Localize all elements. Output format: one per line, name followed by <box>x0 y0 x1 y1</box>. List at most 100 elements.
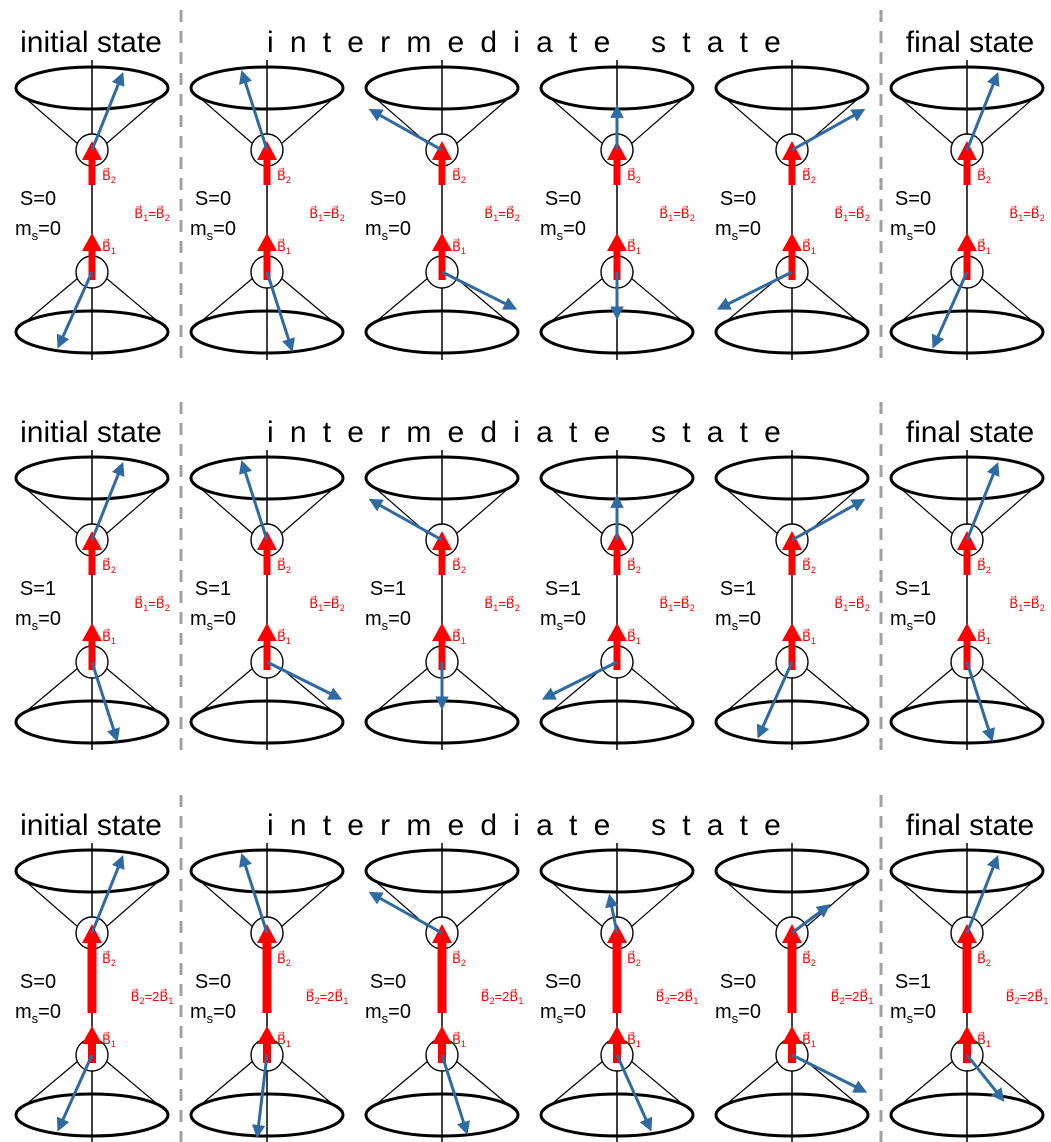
spin-ms-label: ms=0 <box>365 218 411 243</box>
panel-initial: B⃗2B⃗1B⃗1=B⃗2S=1ms=0 <box>14 450 170 750</box>
field-label-b1: B⃗1 <box>277 239 291 256</box>
field-arrowhead-b2 <box>257 531 277 550</box>
field-arrowhead-b2 <box>82 141 102 160</box>
bottom-precession-ellipse <box>714 1092 870 1138</box>
field-label-b2: B⃗2 <box>452 951 466 968</box>
spin-s-label: S=0 <box>370 971 406 993</box>
top-precession-ellipse <box>714 848 870 894</box>
field-relation-label: B⃗1=B⃗2 <box>309 206 344 223</box>
bottom-spin-vector <box>251 1054 269 1139</box>
top-precession-ellipse <box>14 848 170 894</box>
spin-s-label: S=0 <box>720 971 756 993</box>
field-arrowhead-b1 <box>257 1026 277 1044</box>
spin-s-label: S=0 <box>20 971 56 993</box>
field-arrowhead-b1 <box>957 623 977 641</box>
field-arrowhead-b1 <box>82 1026 102 1044</box>
field-label-b1: B⃗1 <box>802 1032 816 1049</box>
field-arrowhead-b1 <box>432 1026 452 1044</box>
field-arrowhead-b1 <box>257 233 277 251</box>
bottom-precession-ellipse <box>889 1092 1045 1138</box>
field-label-b1: B⃗1 <box>452 239 466 256</box>
bottom-spin-vector <box>756 661 794 739</box>
field-arrowhead-b2 <box>782 531 802 550</box>
top-precession-ellipse <box>364 848 520 894</box>
spin-s-label: S=0 <box>545 971 581 993</box>
field-label-b2: B⃗2 <box>627 951 641 968</box>
final-state-label: final state <box>906 416 1034 449</box>
field-arrowhead-b2 <box>82 531 102 550</box>
bottom-spin-vector <box>440 1054 470 1136</box>
panel-initial: B⃗2B⃗1B⃗1=B⃗2S=0ms=0 <box>14 60 170 360</box>
top-spin-vector <box>368 108 443 152</box>
field-arrowhead-b2 <box>432 531 452 550</box>
spin-ms-label: ms=0 <box>715 608 761 633</box>
bottom-precession-ellipse <box>189 1092 345 1138</box>
panel-initial: B⃗2B⃗1B⃗2=2B⃗1S=0ms=0 <box>14 843 173 1142</box>
spin-ms-label: ms=0 <box>365 608 411 633</box>
top-spin-vector <box>90 461 125 541</box>
top-spin-vector <box>368 498 443 542</box>
bottom-spin-vector <box>716 270 793 310</box>
spin-s-label: S=0 <box>720 188 756 210</box>
field-label-b2: B⃗2 <box>277 168 291 185</box>
field-label-b2: B⃗2 <box>627 168 641 185</box>
panel-intermediate: B⃗2B⃗1 B⃗1=B⃗2 S=0 ms=0 <box>189 60 345 360</box>
bottom-spin-vector <box>965 1054 1005 1102</box>
spin-s-label: S=1 <box>195 578 231 600</box>
spin-ms-label: ms=0 <box>890 1001 936 1026</box>
field-relation-label: B⃗2=2B⃗1 <box>306 989 349 1006</box>
field-arrowhead-b1 <box>607 233 627 251</box>
field-label-b1: B⃗1 <box>277 629 291 646</box>
bottom-precession-ellipse <box>14 699 170 745</box>
spin-ms-label: ms=0 <box>15 218 61 243</box>
field-arrowhead-b1 <box>957 1026 977 1044</box>
field-label-b1: B⃗1 <box>802 239 816 256</box>
field-relation-label: B⃗1=B⃗2 <box>134 206 169 223</box>
stage-headers: initial state intermediate state final sta… <box>20 26 1034 842</box>
field-label-b2: B⃗2 <box>977 558 991 575</box>
spin-ms-label: ms=0 <box>190 218 236 243</box>
field-label-b1: B⃗1 <box>102 629 116 646</box>
spin-s-label: S=0 <box>370 188 406 210</box>
field-relation-label: B⃗1=B⃗2 <box>834 206 869 223</box>
panel-final: B⃗2B⃗1B⃗1=B⃗2S=1ms=0 <box>889 450 1045 750</box>
field-arrowhead-b2 <box>782 924 802 943</box>
field-arrowhead-b1 <box>432 233 452 251</box>
spin-s-label: S=0 <box>195 188 231 210</box>
bottom-spin-vector <box>266 660 343 700</box>
field-label-b2: B⃗2 <box>452 558 466 575</box>
field-label-b2: B⃗2 <box>452 168 466 185</box>
spin-s-label: S=1 <box>720 578 756 600</box>
top-precession-ellipse <box>189 455 345 501</box>
field-label-b1: B⃗1 <box>977 239 991 256</box>
field-arrowhead-b2 <box>432 924 452 943</box>
top-spin-vector <box>90 71 125 151</box>
bottom-spin-vector <box>56 1054 94 1132</box>
top-spin-vector <box>90 854 125 934</box>
bottom-precession-ellipse <box>14 309 170 355</box>
spin-ms-label: ms=0 <box>190 1001 236 1026</box>
top-precession-ellipse <box>189 848 345 894</box>
field-label-b1: B⃗1 <box>277 1032 291 1049</box>
field-arrowhead-b1 <box>257 623 277 641</box>
field-label-b1: B⃗1 <box>102 1032 116 1049</box>
top-precession-ellipse <box>189 65 345 111</box>
top-spin-vector <box>965 854 1000 934</box>
field-arrowhead-b2 <box>607 141 627 160</box>
panel-intermediate: B⃗2B⃗1B⃗2=2B⃗1S=0ms=0 <box>364 843 523 1142</box>
bottom-precession-ellipse <box>714 699 870 745</box>
spin-s-label: S=0 <box>545 188 581 210</box>
spin-s-label: S=1 <box>20 578 56 600</box>
initial-state-label: initial state <box>20 416 162 449</box>
bottom-spin-vector <box>56 271 94 349</box>
top-precession-ellipse <box>364 455 520 501</box>
intermediate-state-label: intermediate state <box>267 26 797 59</box>
field-label-b1: B⃗1 <box>977 1032 991 1049</box>
field-label-b2: B⃗2 <box>102 168 116 185</box>
panel-intermediate: B⃗2B⃗1B⃗1=B⃗2S=1ms=0 <box>364 450 520 750</box>
spin-ms-label: ms=0 <box>715 218 761 243</box>
panel-intermediate: B⃗2B⃗1B⃗1=B⃗2S=1ms=0 <box>189 450 345 750</box>
field-label-b2: B⃗2 <box>977 951 991 968</box>
field-arrowhead-b1 <box>782 623 802 641</box>
field-relation-label: B⃗1=B⃗2 <box>1009 596 1044 613</box>
